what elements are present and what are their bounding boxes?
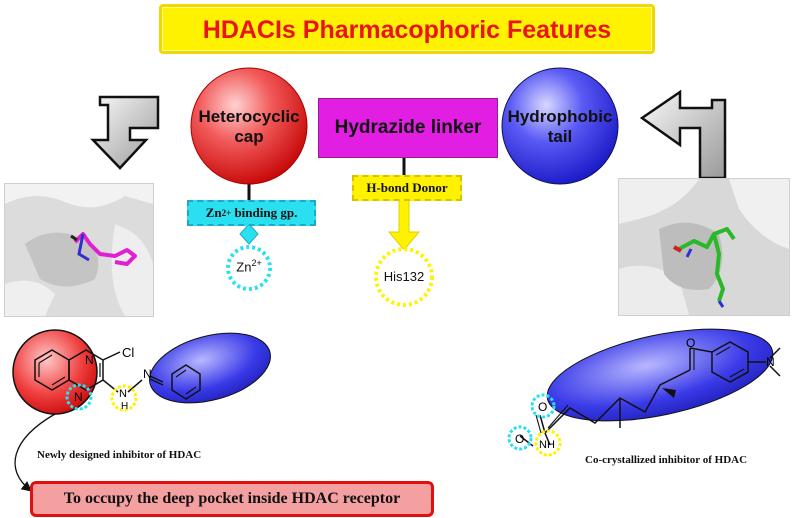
- hbond-arrow-icon: [387, 196, 421, 251]
- hydrazide-linker-box: Hydrazide linker: [318, 98, 498, 158]
- left-molecule-caption: Newly designed inhibitor of HDAC: [37, 449, 202, 461]
- title-text: HDACIs Pharmacophoric Features: [202, 15, 612, 44]
- atom-nh-n: N: [119, 388, 127, 400]
- zn-target-sup: 2+: [251, 258, 262, 268]
- zn-target-circle: [226, 245, 272, 291]
- pointer-arrow: [14, 413, 56, 492]
- atom-o3: O: [686, 336, 695, 350]
- atom-n2: N: [74, 390, 83, 404]
- zn-target-label: Zn2+: [228, 258, 270, 274]
- cap-label-line2: cap: [234, 127, 263, 146]
- diagram-title: HDACIs Pharmacophoric Features: [159, 4, 655, 54]
- tail-label-line1: Hydrophobic: [508, 107, 613, 126]
- zn-tag-prefix: Zn: [205, 205, 222, 220]
- deep-pocket-note-text: To occupy the deep pocket inside HDAC re…: [63, 490, 401, 507]
- atom-cl: Cl: [122, 345, 134, 360]
- right-molecule-caption: Co-crystallized inhibitor of HDAC: [585, 454, 748, 466]
- left-pocket-image: [4, 183, 154, 317]
- his132-target-circle: [374, 247, 434, 307]
- right-bent-arrow: [639, 89, 727, 180]
- atom-nh-h: H: [121, 401, 128, 412]
- hydrophobic-tail-circle: Hydrophobic tail: [501, 67, 619, 185]
- right-pocket-image: [618, 178, 790, 316]
- hbond-donor-tag: H-bond Donor: [352, 175, 462, 201]
- left-molecule: N Cl N N N H: [12, 329, 271, 415]
- deep-pocket-note: To occupy the deep pocket inside HDAC re…: [30, 481, 434, 517]
- zn-tag-sup: 2+: [221, 208, 232, 218]
- zn-target-text: Zn: [236, 259, 252, 275]
- zn-diamond-icon: [239, 223, 259, 245]
- atom-o1: O: [538, 400, 547, 414]
- tail-label-line2: tail: [548, 127, 573, 146]
- linker-label: Hydrazide linker: [334, 117, 482, 138]
- cap-label-line1: Heterocyclic: [198, 107, 299, 126]
- heterocyclic-cap-circle: Heterocyclic cap: [190, 67, 308, 185]
- zn-tag-suffix: binding gp.: [231, 205, 298, 220]
- atom-o2: O: [515, 432, 524, 446]
- atom-n1: N: [85, 353, 94, 367]
- left-bent-arrow: [90, 95, 160, 170]
- atom-nh: NH: [539, 439, 555, 451]
- his132-label: His132: [383, 269, 425, 284]
- atom-n: N: [766, 355, 775, 369]
- hbond-label: H-bond Donor: [366, 180, 448, 195]
- atom-n3: N: [143, 367, 152, 381]
- right-molecule: O O N O NH: [507, 328, 781, 457]
